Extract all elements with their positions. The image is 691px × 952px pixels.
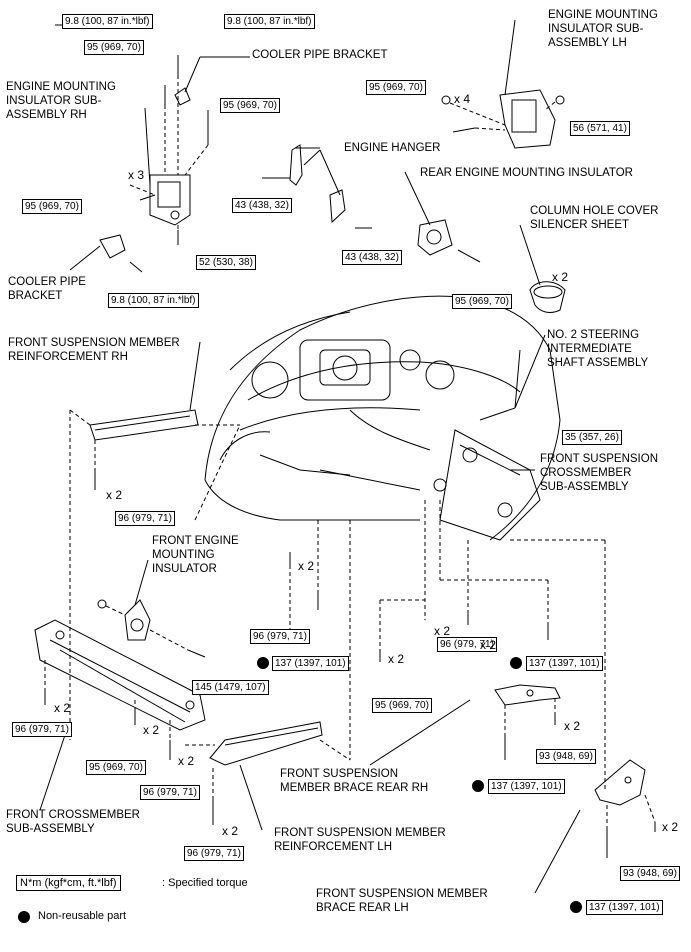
nonreusable-dot <box>570 901 582 913</box>
torque-spec: 95 (969, 70) <box>22 199 82 214</box>
label-engine-hanger: ENGINE HANGER <box>344 142 441 154</box>
qty-multiplier: x 2 <box>552 270 569 284</box>
qty-multiplier: x 2 <box>480 638 497 652</box>
torque-spec: 95 (969, 70) <box>86 760 146 775</box>
qty-multiplier: x 2 <box>298 559 315 573</box>
torque-spec: 96 (979, 71) <box>140 785 200 800</box>
label-brace-rear-rh: FRONT SUSPENSION MEMBER BRACE REAR RH <box>280 768 429 794</box>
column-hole-cover-art <box>519 224 566 313</box>
label-no2-steering-shaft: NO. 2 STEERING INTERMEDIATE SHAFT ASSEMB… <box>547 329 649 369</box>
label-front-engine-mounting: FRONT ENGINE MOUNTING INSULATOR <box>152 535 239 575</box>
label-engine-mounting-rh: ENGINE MOUNTING INSULATOR SUB- ASSEMBLY … <box>6 81 116 121</box>
front-crossmember-art <box>34 619 206 811</box>
vehicle-front-outline <box>204 295 561 541</box>
qty-multiplier: x 2 <box>54 701 71 715</box>
engine-hanger-art <box>262 144 372 229</box>
label-reinf-lh: FRONT SUSPENSION MEMBER REINFORCEMENT LH <box>274 827 446 853</box>
torque-spec: 145 (1479, 107) <box>192 680 269 695</box>
torque-spec: 96 (979, 71) <box>437 637 497 652</box>
torque-spec: 56 (571, 41) <box>570 121 630 136</box>
label-front-susp-crossmember: FRONT SUSPENSION CROSSMEMBER SUB-ASSEMBL… <box>540 453 658 493</box>
torque-spec: 96 (979, 71) <box>250 629 310 644</box>
label-brace-rear-lh: FRONT SUSPENSION MEMBER BRACE REAR LH <box>316 888 488 914</box>
reinf-lh-art <box>209 721 323 831</box>
brace-rear-lh-art <box>534 759 656 894</box>
nonreusable-dot <box>510 657 522 669</box>
torque-spec: 95 (969, 70) <box>84 40 144 55</box>
torque-spec: 137 (1397, 101) <box>586 900 663 915</box>
leader-lines <box>55 24 535 471</box>
nonreusable-dot <box>257 657 269 669</box>
label-cooler-pipe-bracket-top: COOLER PIPE BRACKET <box>252 49 388 61</box>
label-cooler-pipe-bracket-bottom: COOLER PIPE BRACKET <box>8 276 86 302</box>
legend-torque-unit: N*m (kgf*cm, ft.*lbf) <box>16 875 121 891</box>
torque-spec: 9.8 (100, 87 in.*lbf) <box>62 14 153 29</box>
torque-spec: 137 (1397, 101) <box>488 779 565 794</box>
qty-multiplier: x 4 <box>454 92 471 106</box>
brace-rear-rh-art <box>369 684 561 766</box>
torque-spec: 9.8 (100, 87 in.*lbf) <box>224 14 315 29</box>
qty-multiplier: x 2 <box>564 719 581 733</box>
qty-multiplier: x 3 <box>128 168 145 182</box>
torque-spec: 35 (357, 26) <box>562 430 622 445</box>
torque-spec: 95 (969, 70) <box>220 98 280 113</box>
torque-spec: 9.8 (100, 87 in.*lbf) <box>108 293 199 308</box>
label-reinf-rh: FRONT SUSPENSION MEMBER REINFORCEMENT RH <box>8 337 180 363</box>
torque-spec: 95 (969, 70) <box>366 80 426 95</box>
torque-spec: 95 (969, 70) <box>452 294 512 309</box>
rear-engine-mount-art <box>404 171 481 263</box>
legend-nonreusable-text: Non-reusable part <box>38 910 127 922</box>
legend-torque-desc: : Specified torque <box>162 877 248 889</box>
engine-mount-lh-art <box>441 19 565 149</box>
torque-spec: 43 (438, 32) <box>342 250 402 265</box>
qty-multiplier: x 2 <box>222 824 239 838</box>
torque-spec: 96 (979, 71) <box>12 722 72 737</box>
label-rear-engine-mounting: REAR ENGINE MOUNTING INSULATOR <box>420 167 633 179</box>
qty-multiplier: x 2 <box>178 754 195 768</box>
qty-multiplier: x 2 <box>434 624 451 638</box>
torque-spec: 52 (530, 38) <box>196 255 256 270</box>
torque-spec: 137 (1397, 101) <box>526 656 603 671</box>
legend-nonreusable-dot <box>18 911 30 923</box>
rh-leader-dashes <box>129 75 209 232</box>
qty-multiplier: x 2 <box>662 820 679 834</box>
torque-spec: 93 (948, 69) <box>620 866 680 881</box>
engine-mount-rh-art <box>99 55 209 273</box>
label-front-crossmember: FRONT CROSSMEMBER SUB-ASSEMBLY <box>6 809 140 835</box>
label-engine-mounting-lh: ENGINE MOUNTING INSULATOR SUB- ASSEMBLY … <box>548 9 658 49</box>
torque-spec: 96 (979, 71) <box>184 846 244 861</box>
torque-spec: 43 (438, 32) <box>232 198 292 213</box>
front-engine-mount-art <box>97 559 206 658</box>
qty-multiplier: x 2 <box>106 488 123 502</box>
reinf-rh-art <box>89 341 201 490</box>
torque-spec: 96 (979, 71) <box>115 511 175 526</box>
qty-multiplier: x 2 <box>143 723 160 737</box>
label-column-hole-cover: COLUMN HOLE COVER SILENCER SHEET <box>530 205 659 231</box>
nonreusable-dot <box>472 780 484 792</box>
torque-spec: 95 (969, 70) <box>372 698 432 713</box>
torque-spec: 137 (1397, 101) <box>272 656 349 671</box>
torque-spec: 93 (948, 69) <box>536 749 596 764</box>
qty-multiplier: x 2 <box>388 652 405 666</box>
center-bolts-art <box>289 552 549 662</box>
